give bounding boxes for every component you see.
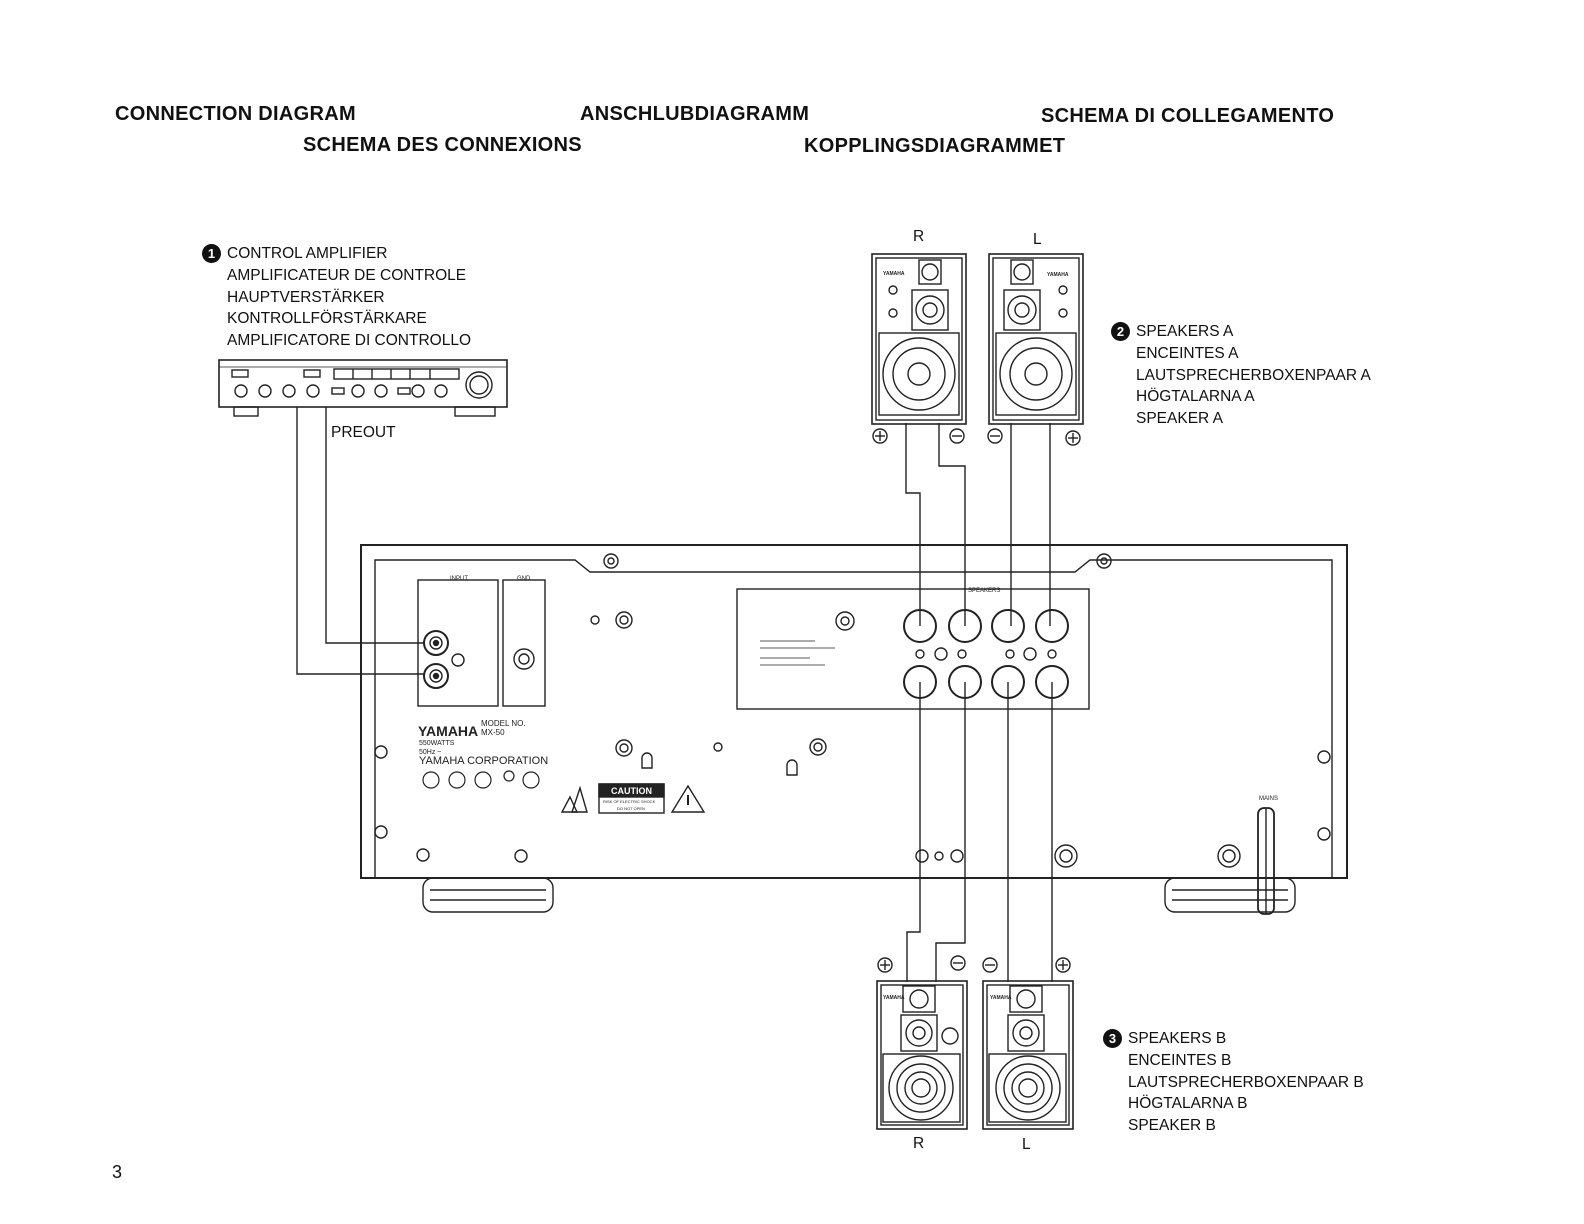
speakers-a-label: 2 SPEAKERS A ENCEINTES A LAUTSPRECHERBOX…	[1111, 321, 1371, 430]
speaker-a-right	[871, 253, 967, 425]
speakers-b-line: SPEAKER B	[1128, 1117, 1216, 1135]
speaker-b-right-minus-cable	[935, 682, 966, 982]
speaker-a-right-label: R	[913, 228, 925, 245]
speakers-b-line: LAUTSPRECHERBOXENPAAR B	[1128, 1073, 1364, 1091]
number-badge-1: 1	[202, 244, 221, 263]
speakers-a-line: SPEAKER A	[1136, 410, 1224, 428]
speaker-brand-b-left: YAMAHA	[990, 995, 1012, 1001]
model-label: MX-50	[481, 728, 505, 737]
amp-foot-left	[422, 877, 554, 913]
speakers-b-label: 3 SPEAKERS B ENCEINTES B LAUTSPRECHERBOX…	[1103, 1028, 1364, 1137]
header-schema-des-connexions: SCHEMA DES CONNEXIONS	[303, 134, 582, 156]
header-anschlussdiagramm: ANSCHLUBDIAGRAMM	[580, 103, 810, 125]
speaker-a-right-minus-cable	[938, 423, 966, 626]
caution-sub2: DO NOT OPEN	[617, 806, 645, 811]
speaker-a-left-label: L	[1033, 231, 1042, 248]
speakers-a-line: SPEAKERS A	[1136, 323, 1234, 340]
number-badge-2: 2	[1111, 322, 1130, 341]
speakers-a-line: ENCEINTES A	[1136, 344, 1239, 362]
control-amplifier-line: KONTROLLFÖRSTÄRKARE	[227, 310, 427, 328]
speakers-a-line: LAUTSPRECHERBOXENPAAR A	[1136, 366, 1371, 384]
control-amplifier-label: 1 CONTROL AMPLIFIER AMPLIFICATEUR DE CON…	[202, 243, 472, 352]
preout-cable-2	[325, 407, 425, 644]
speakers-panel-label: SPEAKERS	[968, 588, 1000, 594]
speaker-b-right	[876, 980, 968, 1130]
control-amplifier-line: AMPLIFICATORE DI CONTROLLO	[227, 332, 472, 350]
speaker-a-right-plus-cable	[905, 423, 921, 626]
speaker-b-left-label: L	[1022, 1136, 1031, 1153]
model-no-label: MODEL NO.	[481, 719, 526, 728]
preout-cable-1	[296, 407, 425, 675]
preout-label: PREOUT	[331, 424, 396, 441]
power-amplifier-rear-panel	[360, 544, 1348, 915]
speakers-b-line: SPEAKERS B	[1128, 1030, 1227, 1047]
speaker-brand-a-left: YAMAHA	[1047, 272, 1069, 278]
number-badge-3: 3	[1103, 1029, 1122, 1048]
control-amplifier-line: HAUPTVERSTÄRKER	[227, 288, 385, 306]
control-amplifier-device	[218, 359, 508, 417]
certification-marks	[422, 770, 540, 789]
speaker-b-right-plus-cable	[906, 682, 921, 982]
caution-label: CAUTION	[611, 786, 652, 796]
freq-label: 50Hz ~	[419, 749, 441, 756]
control-amplifier-line: AMPLIFICATEUR DE CONTROLE	[227, 266, 467, 284]
page-number: 3	[112, 1162, 123, 1182]
corporation-label: YAMAHA CORPORATION	[419, 755, 548, 767]
gnd-label: GND	[517, 576, 531, 582]
speaker-b-right-label: R	[913, 1135, 925, 1152]
speaker-a-left	[988, 253, 1084, 425]
mains-label: MAINS	[1259, 796, 1278, 802]
speaker-brand-a-right: YAMAHA	[883, 271, 905, 277]
header-kopplingsdiagrammet: KOPPLINGSDIAGRAMMET	[804, 135, 1066, 157]
speaker-b-terminal-symbols	[877, 955, 1071, 973]
amp-foot-right	[1164, 877, 1296, 913]
power-label: 550WATTS	[419, 740, 455, 747]
speaker-brand-b-right: YAMAHA	[883, 995, 905, 1001]
brand-label: YAMAHA	[418, 723, 478, 739]
speakers-b-line: HÖGTALARNA B	[1128, 1095, 1248, 1113]
header-connection-diagram: CONNECTION DIAGRAM	[115, 103, 356, 125]
speakers-b-line: ENCEINTES B	[1128, 1051, 1232, 1069]
input-label: INPUT	[450, 576, 468, 582]
speakers-a-line: HÖGTALARNA A	[1136, 388, 1255, 406]
control-amplifier-line: CONTROL AMPLIFIER	[227, 245, 388, 262]
speaker-a-terminal-symbols	[872, 428, 1081, 446]
speaker-b-left	[982, 980, 1074, 1130]
caution-sub1: RISK OF ELECTRIC SHOCK	[603, 799, 656, 804]
header-schema-di-collegamento: SCHEMA DI COLLEGAMENTO	[1041, 105, 1335, 127]
